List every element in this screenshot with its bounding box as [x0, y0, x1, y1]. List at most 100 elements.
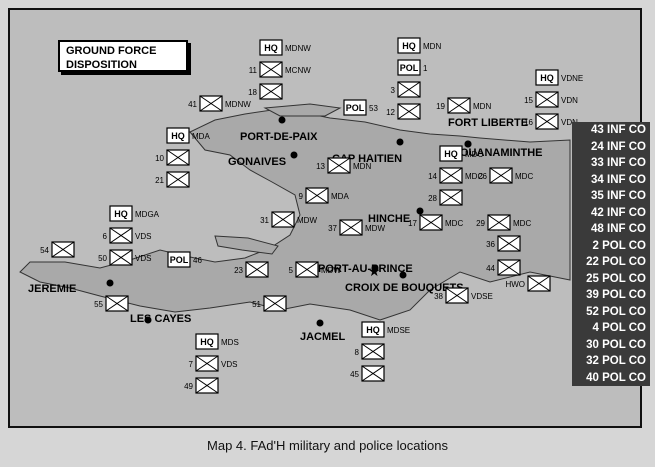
unit-label: VDN — [561, 96, 578, 105]
unit-label: MDN — [353, 162, 371, 171]
city-dot — [290, 151, 298, 159]
cross-line — [295, 261, 319, 278]
unit-number: 8 — [355, 348, 360, 357]
unit-number: 31 — [260, 216, 269, 225]
unit-label: MDW — [321, 266, 341, 275]
unit-item: 32 POL CO — [586, 355, 646, 367]
unit-number: 13 — [316, 162, 325, 171]
unit-number: 7 — [189, 360, 194, 369]
unit-number: 37 — [328, 224, 337, 233]
unit-item: 43 INF CO — [591, 124, 646, 136]
unit-label: VDS — [135, 254, 151, 263]
unit-item: 25 POL CO — [586, 272, 646, 285]
cross-line — [305, 187, 329, 204]
cross-line — [259, 83, 283, 100]
unit-symbol — [109, 205, 133, 222]
unit-label: MDN — [423, 42, 441, 51]
map-caption: Map 4. FAd'H military and police locatio… — [207, 438, 448, 453]
cross-line — [195, 377, 219, 394]
unit-item: 42 INF CO — [591, 206, 646, 219]
city-dot — [464, 140, 472, 148]
city-dot — [106, 279, 114, 287]
unit-item: 4 POL CO — [592, 322, 646, 334]
unit-number: 41 — [188, 100, 197, 109]
unit-number: 36 — [486, 240, 495, 249]
unit-number: 49 — [184, 382, 193, 391]
unit-number: 5 — [289, 266, 294, 275]
cross-line — [259, 61, 283, 78]
unit-number: 26 — [478, 172, 487, 181]
cross-line — [166, 149, 190, 166]
cross-line — [271, 211, 295, 228]
unit-number: 6 — [103, 232, 108, 241]
unit-label: MDA — [331, 192, 349, 201]
capital-star-icon: ★ — [368, 264, 381, 280]
unit-label: MDA — [192, 132, 210, 141]
tortuga-island — [263, 103, 342, 117]
unit-label: MDC — [465, 172, 483, 181]
cross-line — [447, 97, 471, 114]
unit-label: MDNW — [285, 44, 311, 53]
unit-label: 53 — [369, 104, 378, 113]
unit-number: 16 — [524, 118, 533, 127]
unit-number: 12 — [386, 108, 395, 117]
unit-number: 44 — [486, 264, 495, 273]
unit-label: MDN — [473, 102, 491, 111]
unit-label: VDN — [561, 118, 578, 127]
city-label: FORT LIBERTE — [448, 117, 528, 129]
unit-number: 19 — [436, 102, 445, 111]
unit-number: 9 — [299, 192, 304, 201]
unit-number: 17 — [408, 219, 417, 228]
unit-label: MDC — [513, 219, 531, 228]
unit-list: 43 INF CO 24 INF CO 33 INF CO 34 INF CO … — [572, 122, 650, 386]
unit-number: 50 — [98, 254, 107, 263]
unit-number: 55 — [94, 300, 103, 309]
cross-line — [361, 343, 385, 360]
unit-label: VDSE — [471, 292, 493, 301]
cross-line — [489, 167, 513, 184]
cross-line — [535, 113, 559, 130]
unit-item: 34 INF CO — [591, 173, 646, 186]
cross-line — [497, 259, 521, 276]
city-label: LES CAYES — [130, 313, 191, 325]
cross-line — [439, 189, 463, 206]
unit-label: MDC — [515, 172, 533, 181]
unit-label: MCNW — [285, 66, 311, 75]
city-dot — [399, 271, 407, 279]
unit-symbol-code: HQ — [264, 43, 278, 53]
cross-line — [397, 81, 421, 98]
gonave-island — [214, 235, 279, 255]
unit-number: 29 — [476, 219, 485, 228]
unit-label: MDW — [297, 216, 317, 225]
cross-line — [109, 249, 133, 266]
unit-number: HWO — [505, 280, 525, 289]
unit-number: 11 — [249, 66, 258, 75]
unit-item: 48 INF CO — [591, 223, 646, 235]
unit-number: 18 — [248, 88, 257, 97]
unit-symbol-code: HQ — [366, 325, 380, 335]
unit-symbol — [397, 37, 421, 54]
unit-label: VDS — [221, 360, 237, 369]
city-dot — [396, 138, 404, 146]
cross-line — [439, 167, 463, 184]
cross-line — [445, 287, 469, 304]
unit-label: VDNE — [561, 74, 583, 83]
unit-number: 3 — [391, 86, 396, 95]
unit-number: 38 — [434, 292, 443, 301]
unit-item: 24 INF CO — [591, 140, 646, 153]
unit-number: 21 — [155, 176, 164, 185]
unit-symbol-code: POL — [346, 103, 365, 113]
unit-symbol — [439, 145, 463, 162]
unit-item: 2 POL CO — [592, 239, 646, 252]
cross-line — [51, 241, 75, 258]
unit-item: 52 POL CO — [586, 305, 646, 318]
cross-line — [195, 355, 219, 372]
unit-label: MDSE — [387, 326, 410, 335]
unit-item: 30 POL CO — [586, 338, 646, 351]
cross-line — [245, 261, 269, 278]
unit-symbol — [361, 321, 385, 338]
cross-line — [361, 365, 385, 382]
unit-label: 1 — [423, 64, 428, 73]
